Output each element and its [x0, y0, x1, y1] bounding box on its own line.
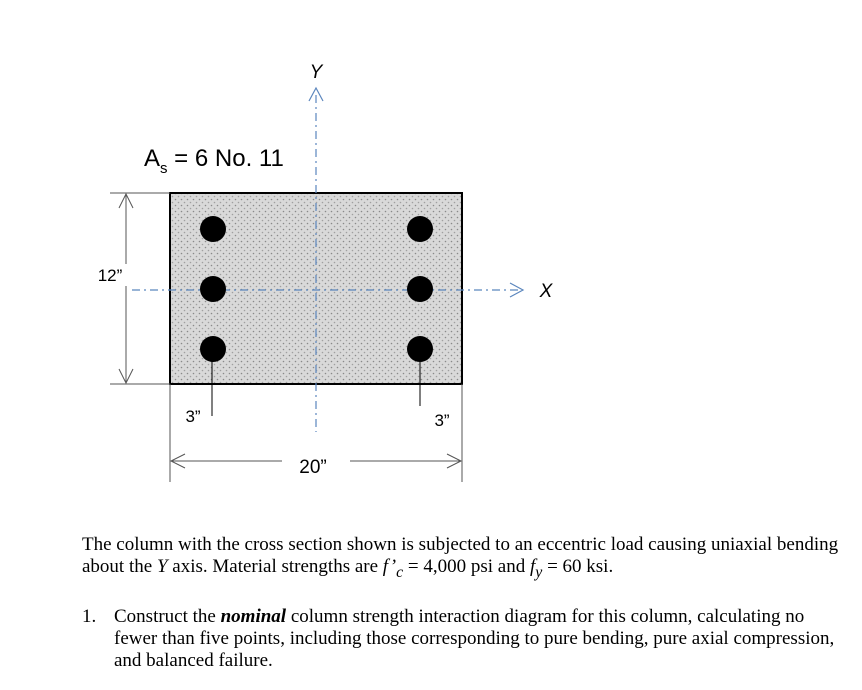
- column-cross-section-diagram: Y X As = 6 No. 11 12” 20” 3” 3”: [97, 62, 554, 482]
- x-axis-arrowhead: [509, 282, 525, 298]
- height-dimension-label: 12”: [98, 266, 123, 285]
- problem-statement: The column with the cross section shown …: [82, 534, 842, 672]
- width-arrow-left: [169, 453, 186, 469]
- rebar: [407, 216, 433, 242]
- rebar: [407, 336, 433, 362]
- rebar: [407, 276, 433, 302]
- y-axis-arrowhead: [308, 86, 324, 102]
- task-number: 1.: [82, 605, 97, 627]
- cover-label-right: 3”: [434, 411, 449, 430]
- width-dimension-label: 20”: [299, 457, 326, 478]
- width-arrow-right: [446, 453, 463, 469]
- y-axis-label: Y: [310, 62, 324, 83]
- rebar-group: [200, 216, 433, 362]
- task-item-1: 1. Construct the nominal column strength…: [82, 606, 842, 672]
- task-text: Construct the nominal column strength in…: [114, 605, 835, 671]
- cover-label-left: 3”: [185, 407, 200, 426]
- rebar: [200, 216, 226, 242]
- rebar: [200, 336, 226, 362]
- height-arrow-bottom: [118, 368, 134, 385]
- steel-area-label: As = 6 No. 11: [144, 145, 284, 177]
- problem-description: The column with the cross section shown …: [82, 534, 839, 581]
- rebar: [200, 276, 226, 302]
- height-arrow-top: [118, 192, 134, 209]
- x-axis-label: X: [539, 281, 554, 302]
